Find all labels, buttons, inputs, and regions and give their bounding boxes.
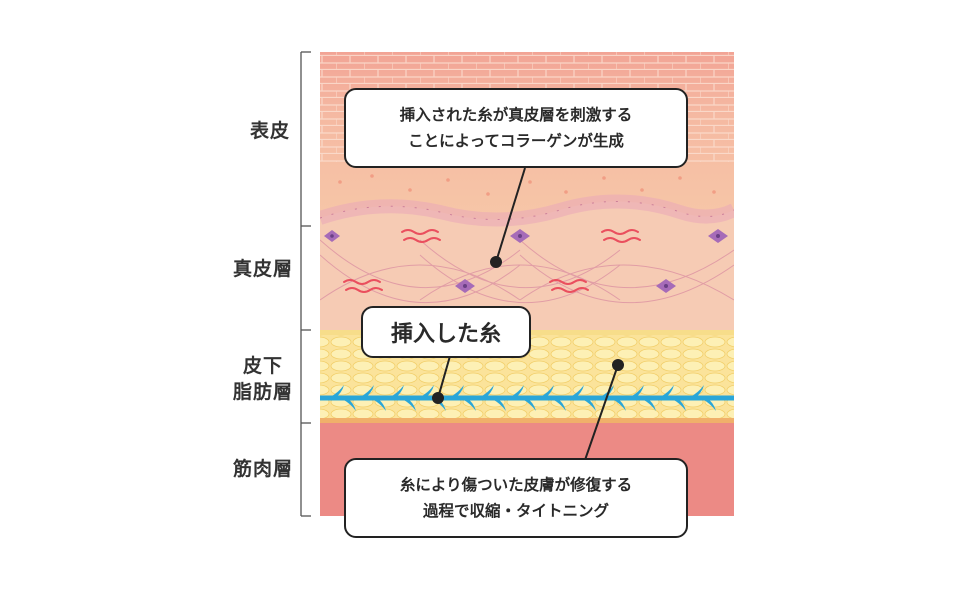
epidermis-dots [338, 174, 716, 196]
layer-bracket [300, 51, 311, 517]
label-dermis: 真皮層 [232, 258, 293, 280]
melanocyte-cells [324, 229, 728, 293]
callout-skin-repair: 糸により傷ついた皮膚が修復する 過程で収縮・タイトニング [344, 458, 688, 538]
callout-repair-line1: 糸により傷ついた皮膚が修復する [399, 476, 633, 494]
collagen-squiggles [343, 229, 641, 293]
callout-collagen-line2: ことによってコラーゲンが生成 [408, 132, 624, 150]
collagen-fibers [320, 239, 734, 303]
label-subcutaneous-line1: 皮下 [242, 355, 283, 377]
inserted-thread [320, 385, 734, 411]
callout-collagen-generation: 挿入された糸が真皮層を刺激する ことによってコラーゲンが生成 [344, 88, 688, 168]
callout-repair-line2: 過程で収縮・タイトニング [422, 502, 609, 520]
callout-collagen-line1: 挿入された糸が真皮層を刺激する [399, 106, 633, 124]
label-muscle: 筋肉層 [232, 458, 293, 480]
label-epidermis: 表皮 [249, 120, 290, 142]
callout-leader-lines [432, 167, 624, 461]
label-subcutaneous-fat: 皮下 脂肪層 [226, 353, 300, 405]
callout-inserted-thread: 挿入した糸 [361, 306, 531, 358]
label-subcutaneous-line2: 脂肪層 [232, 381, 293, 403]
